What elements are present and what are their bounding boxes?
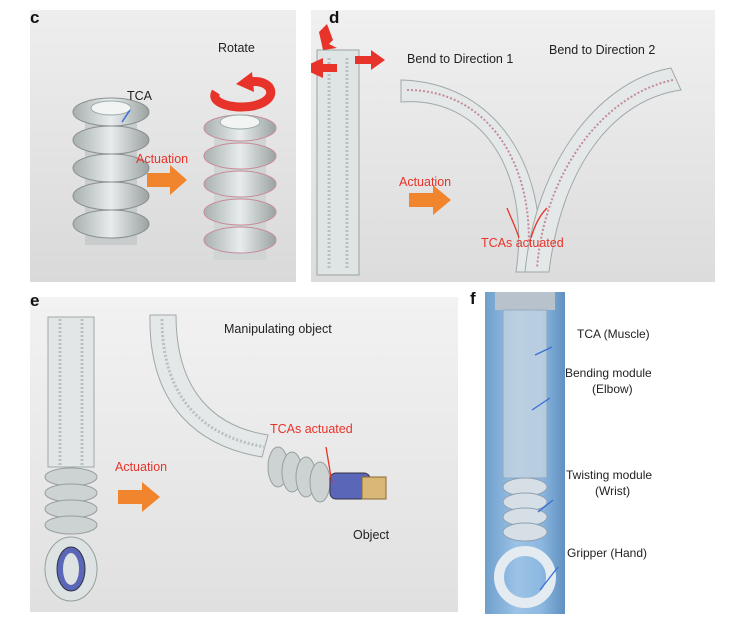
bend-direction-1-label: Bend to Direction 1 xyxy=(407,52,514,66)
panel-d-illustration xyxy=(311,24,682,276)
tca-pointer xyxy=(121,109,131,123)
dir-arrow-left xyxy=(311,58,337,78)
bent-arm xyxy=(149,314,387,503)
wrist-label: (Wrist) xyxy=(595,484,631,498)
actuation-arrow-d xyxy=(409,185,451,215)
gripper-label: Gripper (Hand) xyxy=(567,546,648,560)
tcas-actuated-label-e: TCAs actuated xyxy=(270,422,353,436)
manipulating-object-label: Manipulating object xyxy=(224,322,332,336)
actuation-arrow xyxy=(147,165,187,195)
panel-c-illustration xyxy=(72,72,277,260)
actuation-label-c: Actuation xyxy=(136,152,189,166)
twisting-module-label: Twisting module xyxy=(566,468,653,482)
tca-muscle-label: TCA (Muscle) xyxy=(577,327,650,341)
right-spring xyxy=(203,114,277,260)
panel-label-c: c xyxy=(30,10,40,27)
panel-d: d Bend to Direction 1 Bend to Direction … xyxy=(311,10,715,282)
actuation-arrow-e xyxy=(118,482,160,512)
panel-f-illustration xyxy=(494,292,556,608)
tcas-actuated-label-d: TCAs actuated xyxy=(481,236,564,250)
panel-c: c TCA Rotate Actuation xyxy=(30,10,296,282)
bending-module-label: Bending module xyxy=(565,366,652,380)
vertical-arm xyxy=(44,316,98,602)
dir-arrow-right xyxy=(355,50,385,70)
panel-f-photo xyxy=(485,292,565,614)
panel-e-illustration xyxy=(44,314,387,602)
panel-label-d: d xyxy=(329,10,340,27)
straight-module xyxy=(316,49,360,276)
object-label: Object xyxy=(353,528,390,542)
tca-pointer-1 xyxy=(506,207,520,239)
tca-label: TCA xyxy=(127,89,152,103)
rotate-label: Rotate xyxy=(218,41,255,55)
tca-pointer-e xyxy=(325,446,333,484)
panel-label-e: e xyxy=(30,297,40,310)
left-spring xyxy=(72,97,150,245)
dir-arrow-up xyxy=(319,24,337,50)
actuation-label-e: Actuation xyxy=(115,460,168,474)
tca-pointer-2 xyxy=(530,207,548,239)
rotate-arrow xyxy=(210,77,276,112)
elbow-label: (Elbow) xyxy=(592,382,633,396)
bend-arm-2 xyxy=(524,67,682,273)
actuation-label-d: Actuation xyxy=(399,175,452,189)
bend-direction-2-label: Bend to Direction 2 xyxy=(549,43,656,57)
panel-e: e Manipulating object TCAs actuated Actu… xyxy=(30,297,458,612)
panel-label-f: f xyxy=(470,289,476,308)
